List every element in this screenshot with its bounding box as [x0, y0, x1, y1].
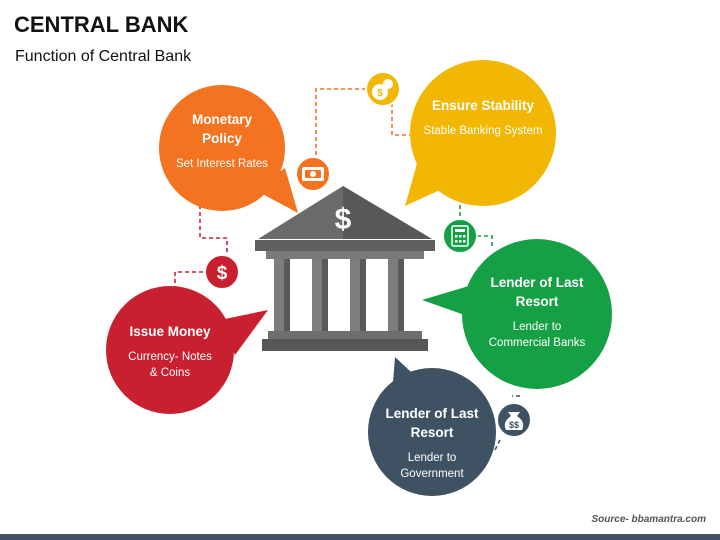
bubble-lender-commercial — [422, 239, 612, 389]
connector-moneybag-to-government — [493, 439, 501, 453]
lender-government-text: Lender of Last Resort Lender to Governme… — [382, 404, 482, 482]
monetary-policy-heading: Monetary Policy — [191, 112, 252, 146]
page-title: CENTRAL BANK — [14, 12, 189, 37]
bank-dollar-symbol: $ — [335, 203, 352, 236]
ensure-stability-heading: Ensure Stability — [431, 98, 535, 113]
page-subtitle: Function of Central Bank — [15, 48, 192, 65]
bubble-ensure-stability — [405, 60, 556, 206]
ensure-stability-text: Ensure Stability Stable Banking System — [423, 96, 543, 139]
lender-commercial-description: Lender to Commercial Banks — [488, 321, 586, 349]
monetary-policy-text: Monetary Policy Set Interest Rates — [172, 110, 272, 172]
connector-coinbag-to-banknote — [315, 88, 366, 158]
issue-money-description: Currency- Notes & Coins — [128, 351, 212, 379]
issue-money-text: Issue Money Currency- Notes & Coins — [125, 322, 215, 381]
issue-money-heading: Issue Money — [129, 324, 211, 339]
lender-government-description: Lender to Government — [400, 452, 464, 480]
svg-text:$: $ — [377, 88, 383, 99]
ensure-stability-description: Stable Banking System — [423, 125, 543, 137]
dollar-icon: $ — [204, 254, 240, 290]
bottom-bar — [0, 534, 720, 540]
calculator-icon — [442, 218, 478, 254]
connector-monetary-to-dollar — [199, 205, 228, 258]
lender-government-heading: Lender of Last Resort — [385, 406, 479, 440]
lender-commercial-text: Lender of Last Resort Lender to Commerci… — [482, 273, 592, 351]
banknote-icon — [295, 156, 331, 192]
bubble-lender-government — [368, 357, 496, 496]
coin-bag-icon: $ — [365, 71, 401, 107]
svg-text:$$: $$ — [509, 420, 519, 430]
bubble-monetary-policy — [159, 85, 298, 213]
lender-commercial-heading: Lender of Last Resort — [490, 275, 584, 309]
bubble-issue-money — [106, 286, 268, 414]
monetary-policy-description: Set Interest Rates — [175, 158, 269, 170]
connector-calculator-to-lender — [477, 235, 493, 248]
source-credit: Source- bbamantra.com — [591, 514, 706, 525]
bank-building-icon — [255, 186, 435, 351]
svg-text:$: $ — [217, 263, 228, 284]
money-bag-icon: $$ — [496, 402, 532, 438]
connector-dollar-to-issue — [174, 271, 210, 300]
